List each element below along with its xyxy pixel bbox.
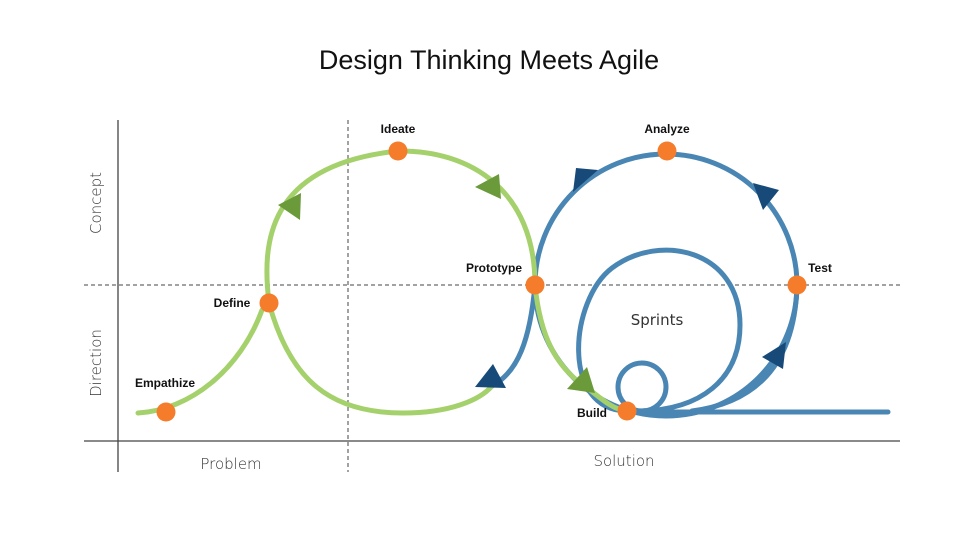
node-test	[787, 275, 807, 295]
arrow-green-ideate-prototype	[475, 174, 501, 199]
label-test: Test	[808, 261, 832, 275]
arrow-blue-analyze-test	[753, 183, 779, 210]
arrow-blue-prototype-entry	[475, 364, 506, 388]
label-prototype: Prototype	[466, 261, 522, 275]
node-build	[617, 401, 637, 421]
label-ideate: Ideate	[381, 122, 416, 136]
label-analyze: Analyze	[644, 122, 690, 136]
y-axis-label-direction: Direction	[87, 329, 105, 397]
node-analyze	[657, 141, 677, 161]
y-axis-label-concept: Concept	[87, 172, 105, 234]
label-define: Define	[214, 296, 251, 310]
node-define	[259, 293, 279, 313]
arrow-blue-to-analyze	[573, 168, 598, 192]
label-build: Build	[577, 406, 607, 420]
agile-sprint-loop	[576, 247, 743, 414]
page-title: Design Thinking Meets Agile	[319, 45, 659, 75]
node-ideate	[388, 141, 408, 161]
x-axis-label-solution: Solution	[593, 452, 654, 470]
arrow-green-prototype-build	[567, 367, 595, 393]
agile-test-to-build-path	[689, 282, 800, 414]
node-prototype	[525, 275, 545, 295]
design-path-entry	[135, 307, 265, 416]
label-empathize: Empathize	[135, 376, 195, 390]
design-upper-loop	[264, 148, 538, 306]
arrow-green-define-ideate	[278, 193, 301, 220]
design-lower-loop	[266, 300, 495, 416]
arrow-blue-test-build	[762, 342, 786, 369]
agile-path-entry	[489, 282, 538, 389]
x-axis-label-problem: Problem	[200, 455, 261, 473]
node-empathize	[156, 402, 176, 422]
sprints-label: Sprints	[631, 311, 684, 329]
